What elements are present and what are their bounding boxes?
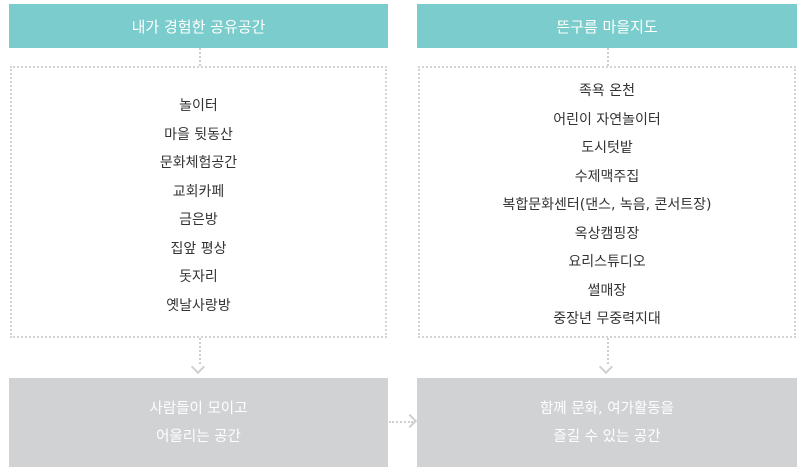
result-line: 사람들이 모이고 — [149, 400, 248, 417]
list-item: 썰매장 — [587, 282, 627, 299]
arrow-down-icon — [190, 359, 205, 375]
list-item: 족욕 온천 — [579, 83, 635, 99]
list-item: 문화체험공간 — [159, 155, 238, 171]
connector-line — [198, 48, 201, 66]
arrow-down-icon — [598, 359, 614, 375]
left-header: 내가 경험한 공유공간 — [9, 4, 388, 48]
result-line: 즐길 수 있는 공간 — [553, 428, 661, 445]
list-item: 금은방 — [179, 212, 218, 228]
connector-line-horizontal — [389, 421, 413, 423]
arrow-right-icon — [402, 413, 418, 429]
connector-line — [198, 338, 201, 364]
list-item: 돗자리 — [179, 269, 218, 285]
list-item: 교회카페 — [172, 183, 225, 200]
connector-line — [607, 338, 609, 364]
list-item: 중장년 무중력지대 — [553, 311, 661, 327]
list-item: 복합문화센터(댄스, 녹음, 콘서트장) — [502, 197, 712, 213]
right-header-title: 뜬구름 마을지도 — [556, 17, 658, 36]
right-list-box: 족욕 온천 어린이 자연놀이터 도시텃밭 수제맥주집 복합문화센터(댄스, 녹음… — [418, 66, 796, 338]
right-header: 뜬구름 마을지도 — [417, 4, 797, 48]
connector-line — [607, 48, 609, 66]
list-item: 마을 뒷동산 — [164, 126, 233, 143]
list-item: 옛날사랑방 — [166, 297, 231, 314]
result-line: 어울리는 공간 — [156, 428, 241, 445]
list-item: 집앞 평상 — [170, 240, 227, 257]
list-item: 어린이 자연놀이터 — [553, 111, 661, 128]
left-header-title: 내가 경험한 공유공간 — [131, 17, 266, 36]
left-list-box: 놀이터 마을 뒷동산 문화체험공간 교회카페 금은방 집앞 평상 돗자리 옛날사… — [10, 66, 387, 338]
result-line: 함께 문화, 여가활동을 — [540, 400, 674, 417]
list-item: 요리스튜디오 — [568, 254, 646, 270]
list-item: 옥상캠핑장 — [574, 225, 640, 242]
right-result-box: 함께 문화, 여가활동을 즐길 수 있는 공간 — [417, 378, 797, 467]
left-result-box: 사람들이 모이고 어울리는 공간 — [9, 378, 388, 467]
list-item: 도시텃밭 — [581, 140, 633, 156]
list-item: 수제맥주집 — [574, 168, 640, 185]
list-item: 놀이터 — [179, 98, 218, 114]
